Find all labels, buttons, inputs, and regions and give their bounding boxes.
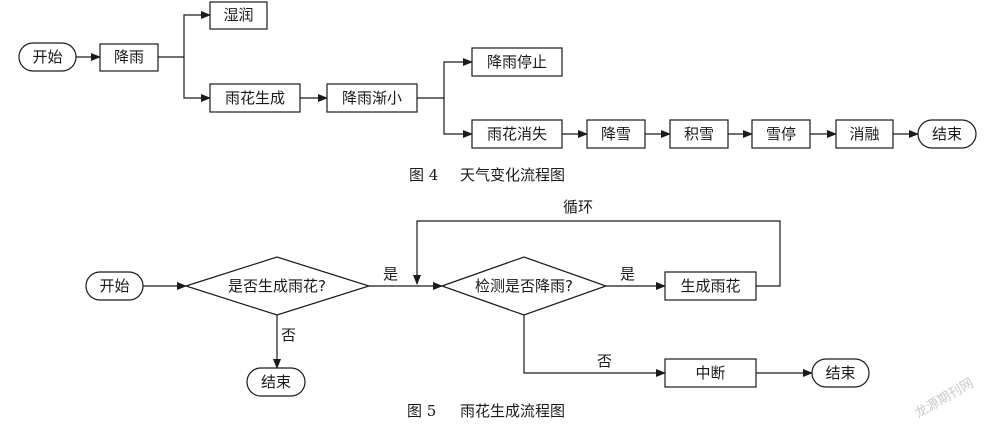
node-rain-flower-form: 雨花生成 xyxy=(209,83,301,113)
figure-4-caption-number: 图 4 xyxy=(409,166,438,184)
edge-label-loop: 循环 xyxy=(563,198,593,216)
node-end-label: 结束 xyxy=(932,125,962,143)
node-interrupt: 中断 xyxy=(664,358,757,388)
node-f5-end-right: 结束 xyxy=(811,358,870,388)
edge-label-yes-2: 是 xyxy=(620,265,635,283)
node-rain: 降雨 xyxy=(99,43,159,72)
node-melt: 消融 xyxy=(835,119,894,149)
decision-rain-flower-label: 是否生成雨花? xyxy=(228,277,326,295)
figure-5-caption-number: 图 5 xyxy=(407,402,436,420)
node-f5-start-label: 开始 xyxy=(99,277,129,295)
decision-rain-flower: 是否生成雨花? xyxy=(184,256,371,316)
node-start-label: 开始 xyxy=(32,48,62,66)
node-f5-end-left: 结束 xyxy=(246,367,306,397)
node-rain-decrease-label: 降雨渐小 xyxy=(342,89,402,107)
edge-label-no-2: 否 xyxy=(597,352,612,370)
edge-decrease-vanish xyxy=(443,98,473,138)
edge-loop-back xyxy=(413,220,781,287)
node-form-rain-flower: 生成雨花 xyxy=(664,271,757,301)
figure-5: 是 是 否 否 循环 开始 是否生成雨花? 检测是否降雨? 生成雨花 中断 结束 xyxy=(85,198,870,420)
decision-detect-rain: 检测是否降雨? xyxy=(440,256,608,316)
edge-decision2-interrupt-no xyxy=(523,315,666,377)
node-rain-flower-form-label: 雨花生成 xyxy=(225,89,285,107)
node-snowfall-label: 降雪 xyxy=(601,125,631,143)
node-snow-stop: 雪停 xyxy=(751,119,811,149)
node-f5-end-right-label: 结束 xyxy=(825,364,855,382)
node-rain-flower-vanish-label: 雨花消失 xyxy=(487,125,547,143)
edge-label-yes-1: 是 xyxy=(383,265,398,283)
node-melt-label: 消融 xyxy=(849,125,879,143)
node-form-rain-flower-label: 生成雨花 xyxy=(680,277,740,295)
node-interrupt-label: 中断 xyxy=(695,364,725,382)
node-f5-end-left-label: 结束 xyxy=(261,373,291,391)
node-wet-label: 湿润 xyxy=(223,6,253,24)
watermark-text: 龙源期刊网 xyxy=(913,376,977,421)
edge-rain-wet xyxy=(183,11,211,57)
node-snow-accumulate: 积雪 xyxy=(669,119,729,149)
figure-4-caption-title: 天气变化流程图 xyxy=(460,166,565,184)
figure-4: 开始 降雨 湿润 雨花生成 降雨渐小 降雨停止 雨花消失 降雪 xyxy=(18,1,977,184)
node-snow-accumulate-label: 积雪 xyxy=(684,125,714,143)
node-wet: 湿润 xyxy=(209,1,268,30)
edge-label-no-1: 否 xyxy=(281,326,296,344)
node-rain-label: 降雨 xyxy=(114,48,144,66)
node-rain-stop: 降雨停止 xyxy=(471,47,563,77)
node-rain-stop-label: 降雨停止 xyxy=(487,53,547,71)
node-rain-flower-vanish: 雨花消失 xyxy=(471,119,563,149)
figure-5-caption-title: 雨花生成流程图 xyxy=(460,402,565,420)
node-snowfall: 降雪 xyxy=(586,119,646,149)
edge-rain-flowerform xyxy=(183,57,211,102)
node-end: 结束 xyxy=(917,119,977,149)
node-snow-stop-label: 雪停 xyxy=(766,125,796,143)
decision-detect-rain-label: 检测是否降雨? xyxy=(475,277,573,295)
edge-decrease-stop xyxy=(443,58,473,98)
node-f5-start: 开始 xyxy=(85,271,144,301)
node-rain-decrease: 降雨渐小 xyxy=(326,83,418,113)
node-start: 开始 xyxy=(18,42,77,72)
